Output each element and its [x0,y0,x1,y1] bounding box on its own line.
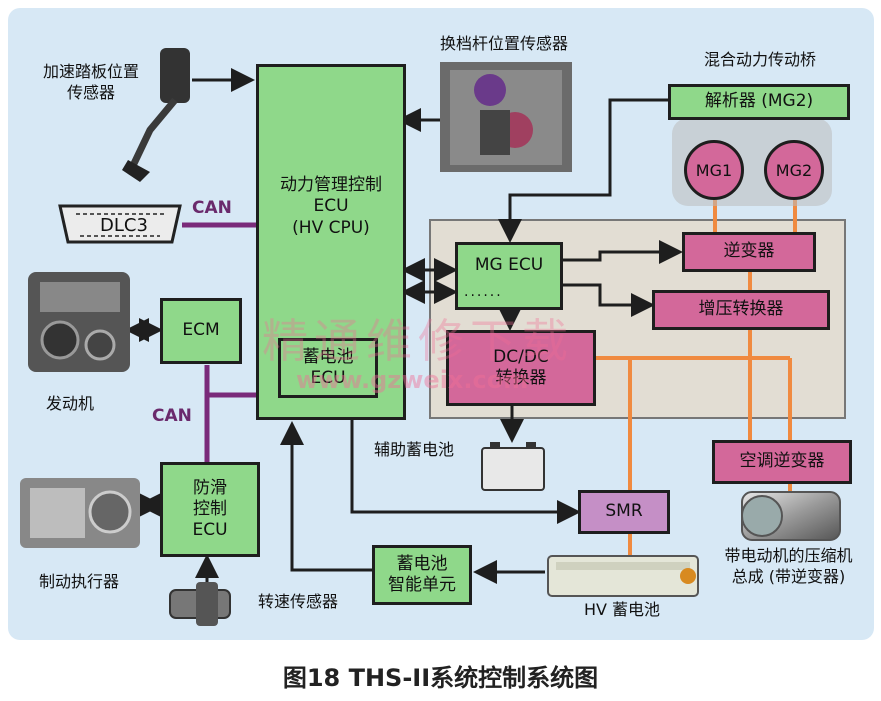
figure-caption: 图18 THS-II系统控制系统图 [282,664,599,692]
engine-photo [28,272,130,372]
smr-box: SMR [578,490,670,534]
dlc3-connector [58,204,182,244]
compressor-illustration [741,491,841,541]
speed-sensor-label: 转速传感器 [257,592,338,611]
watermark-url: www.gzweix.com [296,366,529,394]
transaxle-label: 混合动力传动桥 [703,50,816,69]
can-label-lower: CAN [152,406,192,426]
mg-ecu-dotted-separator: ...... [464,284,503,300]
speed-sensor-illustration [169,582,231,626]
compressor-label: 带电动机的压缩机 总成 (带逆变器) [724,546,853,586]
engine-label: 发动机 [45,394,94,413]
signal-lines [125,68,683,584]
shift-lever-photo [440,62,572,172]
accelerator-pedal-illustration [122,48,190,182]
aux-battery-label: 辅助蓄电池 [373,440,454,459]
aux-battery-illustration [481,442,545,491]
mg1-circle: MG1 [684,140,744,200]
brake-actuator-label: 制动执行器 [38,572,119,591]
inverter-box: 逆变器 [682,232,816,272]
dcdc-converter-box: DC/DC 转换器 [446,330,596,406]
mg-ecu-box: MG ECU [455,242,563,310]
hv-power-lines [595,200,797,560]
accelerator-pedal-label: 加速踏板位置 传感器 [42,62,139,102]
battery-smart-unit-box: 蓄电池 智能单元 [372,545,472,605]
skid-control-ecu-box: 防滑 控制 ECU [160,462,260,557]
can-lines [182,222,258,462]
watermark-text: 精通维修下载 [262,314,574,368]
can-label-dlc: CAN [192,198,232,218]
ecm-box: ECM [160,298,242,364]
boost-converter-box: 增压转换器 [652,290,830,330]
ac-inverter-box: 空调逆变器 [712,440,852,484]
hv-battery-illustration [547,555,699,597]
hv-battery-label: HV 蓄电池 [583,600,661,619]
mg2-circle: MG2 [764,140,824,200]
battery-ecu-box: 蓄电池 ECU [278,338,378,398]
dlc3-label: DLC3 [100,215,148,236]
resolver-box: 解析器 (MG2) [668,84,850,120]
shift-lever-label: 换档杆位置传感器 [439,34,568,53]
brake-actuator-photo [20,478,140,548]
